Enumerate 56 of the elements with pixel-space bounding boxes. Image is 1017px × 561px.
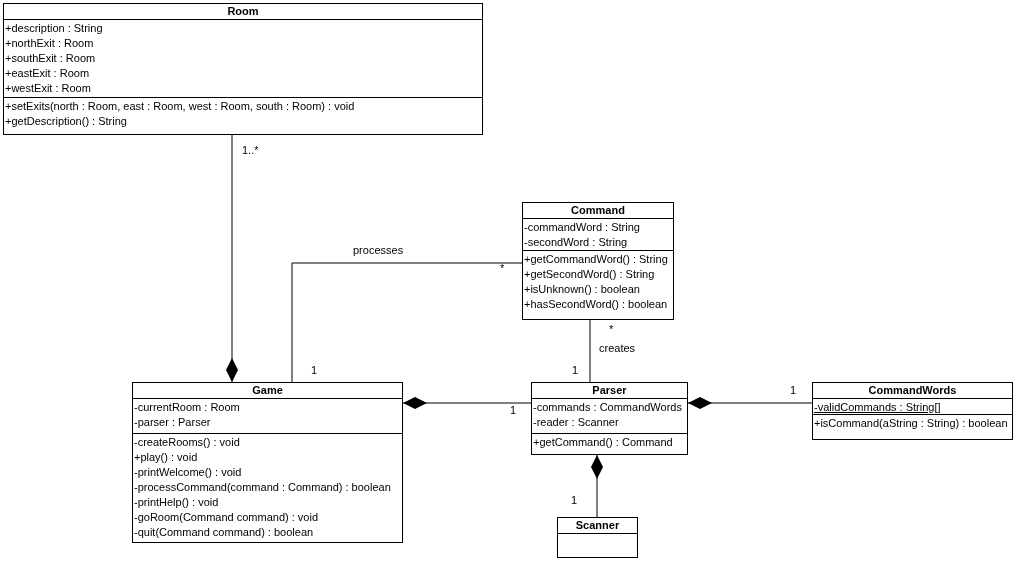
member-text: -commands : CommandWords xyxy=(532,400,683,415)
multiplicity-label: 1 xyxy=(510,404,517,417)
member-text: -printWelcome() : void xyxy=(133,465,243,480)
member-text: -reader : Scanner xyxy=(532,415,620,430)
class-box xyxy=(522,202,674,320)
member-text: +hasSecondWord() : boolean xyxy=(523,297,669,312)
class-box xyxy=(557,517,638,558)
member-text: -parser : Parser xyxy=(133,415,212,430)
member-text: -currentRoom : Room xyxy=(133,400,241,415)
class-name: Command xyxy=(570,203,626,218)
composition-line xyxy=(402,397,532,409)
member-text: +westExit : Room xyxy=(4,81,92,96)
member-text: -validCommands : String[] xyxy=(813,400,942,415)
member-text: +eastExit : Room xyxy=(4,66,91,81)
class-name: Room xyxy=(226,4,260,19)
class-name: CommandWords xyxy=(867,383,958,398)
association-line xyxy=(291,262,523,383)
multiplicity-label: * xyxy=(500,262,505,275)
member-text: +getSecondWord() : String xyxy=(523,267,656,282)
class-name: Scanner xyxy=(574,518,621,533)
member-text: +setExits(north : Room, east : Room, west : Room, south : Room) : void xyxy=(4,99,356,114)
composition-line xyxy=(687,397,813,409)
member-text: -secondWord : String xyxy=(523,235,629,250)
member-text: +getDescription() : String xyxy=(4,114,128,129)
class-name: Game xyxy=(251,383,284,398)
multiplicity-label: 1 xyxy=(311,364,318,377)
association-line xyxy=(589,319,591,383)
class-box xyxy=(531,382,688,455)
member-text: -quit(Command command) : boolean xyxy=(133,525,315,540)
member-text: +isCommand(aString : String) : boolean xyxy=(813,416,1009,431)
multiplicity-label: 1 xyxy=(571,494,578,507)
multiplicity-label: 1 xyxy=(790,384,797,397)
class-box xyxy=(812,382,1013,440)
class-box xyxy=(132,382,403,543)
multiplicity-label: * xyxy=(609,323,614,336)
member-text: +southExit : Room xyxy=(4,51,97,66)
member-text: +description : String xyxy=(4,21,104,36)
member-text: +getCommandWord() : String xyxy=(523,252,669,267)
attribute-compartment xyxy=(523,218,673,250)
class-box xyxy=(3,3,483,135)
multiplicity-label: 1 xyxy=(572,364,579,377)
attribute-compartment xyxy=(813,398,1012,414)
member-text: -printHelp() : void xyxy=(133,495,220,510)
member-text: -processCommand(command : Command) : boolean xyxy=(133,480,392,495)
member-text: -createRooms() : void xyxy=(133,435,241,450)
member-text: +play() : void xyxy=(133,450,199,465)
composition-line xyxy=(591,454,603,518)
multiplicity-label: 1..* xyxy=(242,144,259,157)
member-text: +isUnknown() : boolean xyxy=(523,282,641,297)
class-name: Parser xyxy=(591,383,628,398)
member-text: +northExit : Room xyxy=(4,36,95,51)
member-text: +getCommand() : Command xyxy=(532,435,674,450)
edge-label: creates xyxy=(597,342,638,355)
composition-line xyxy=(226,134,238,383)
member-text: -commandWord : String xyxy=(523,220,641,235)
member-text: -goRoom(Command command) : void xyxy=(133,510,319,525)
